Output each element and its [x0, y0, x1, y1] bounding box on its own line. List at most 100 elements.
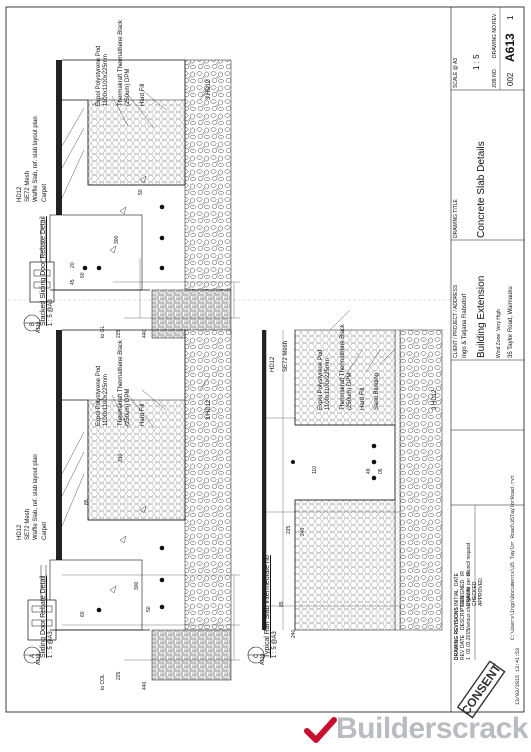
title-block-grid — [451, 7, 524, 660]
detail-b-label-mesh: SE72 Mesh — [25, 170, 31, 202]
detail-a-label-pod: Expol Polystyrene Pod — [96, 365, 102, 426]
rev-no-label: REV. — [492, 12, 498, 24]
detail-a-rebate — [49, 559, 143, 631]
detail-b-pod — [87, 99, 186, 186]
client-label: CLIENT / PROJECT / ADDRESS — [453, 284, 459, 358]
detail-a-stones — [184, 329, 232, 631]
detail-a-label-hardfill: Hard Fill — [140, 403, 146, 426]
detail-b-label-dpm-size: (250um) DPM — [125, 68, 131, 106]
detail-b-label-carpet: Carpet — [42, 183, 48, 202]
detail-a-drawing — [27, 329, 240, 681]
detail-c-label-hd12: HD12 — [270, 356, 276, 372]
detail-b-slab-outline — [62, 59, 186, 186]
rev-no: 1 — [506, 15, 515, 20]
detail-c-label-pod: Expol Polystyrene Pod — [318, 349, 324, 410]
detail-a-label-dpm: Thermakraft Thermathene Black — [118, 340, 124, 426]
detail-c-label-dpm: Thermakraft Thermathene Black — [340, 324, 346, 410]
detail-c-pod-bottom — [294, 499, 396, 631]
drawing-title: Concrete Slab Details — [476, 141, 487, 238]
detail-c-dim-49: 49 — [366, 468, 372, 474]
detail-a-label-hd12: HD12 — [17, 524, 23, 540]
detail-b-drawing — [29, 59, 240, 339]
detail-b-label-waffle: Waffle Slab, ref. slab layout plan — [33, 116, 39, 202]
drawing-no: A613 — [503, 33, 517, 62]
builderscrack-text: Builderscrack — [336, 712, 528, 745]
sheet-border — [5, 6, 525, 713]
scale-value: 1 : 5 — [472, 54, 481, 70]
project-name: Building Extension — [476, 275, 487, 358]
detail-c-rib-outline — [295, 424, 396, 501]
detail-a-ground-hatch — [151, 629, 232, 681]
detail-b-dim-440: 440 — [142, 329, 148, 338]
detail-b-scale: 1 : 5 @A3 — [48, 299, 54, 326]
detail-c-drawing — [262, 309, 443, 631]
address-small: Wind Zone: Very High — [496, 309, 502, 358]
detail-a-topping — [56, 330, 62, 630]
detail-b-dim-50: 50 — [138, 189, 144, 195]
detail-b-label-pod-size: 1100x1100x225mm — [103, 54, 109, 106]
print-stamp: 13/03/2015 13:41:53 — [515, 647, 521, 705]
detail-c-topping — [262, 330, 266, 630]
detail-c-stones — [399, 329, 443, 631]
detail-b-dim-225: 225 — [116, 329, 122, 338]
detail-a-dim-50: 50 — [146, 606, 152, 612]
detail-b-topping — [56, 60, 62, 290]
detail-a-slab-outline — [62, 329, 186, 521]
builderscrack-logo: Builderscrack — [300, 708, 531, 752]
detail-c-label-dpm-size: (250um) DPM — [347, 372, 353, 410]
detail-b-title: Stacked Sliding Door Rebate Detail — [40, 216, 47, 326]
detail-a-dim-300: 300 — [134, 581, 140, 590]
detail-c-label-pod-size: 1100x1100x225mm — [325, 358, 331, 410]
detail-b-label-hardfill: Hard Fill — [140, 83, 146, 106]
detail-c-pod-top — [294, 329, 396, 426]
rev-row-date: 03.03.2015 — [466, 628, 472, 654]
detail-b-label-dpm: Thermakraft Thermathene Black — [118, 20, 124, 106]
detail-c-title: Typical Raft Slab intermediate rib — [264, 555, 271, 658]
detail-a-dim-60: 60 — [80, 611, 86, 617]
builderscrack-check-icon — [304, 717, 337, 743]
detail-a-dim-tocol: to COL — [100, 674, 106, 690]
consent-stamp: CONSENT — [456, 660, 506, 719]
detail-c-dim-240b: 240 — [300, 527, 306, 536]
detail-a-label-pod-size: 1100x1100x225mm — [103, 374, 109, 426]
detail-a-dim-85: 85 — [84, 499, 90, 505]
address: 35 Taylor Road, Waimauku — [508, 286, 514, 358]
detail-b-label-3hd12: 3 HD12 — [206, 79, 212, 100]
drawing-title-label: DRAWING TITLE — [453, 199, 459, 238]
job-no: 002 — [506, 72, 515, 86]
detail-a-label-3hd12: 3 HD12 — [206, 399, 212, 420]
detail-a-label-dpm-size: (250um) DPM — [125, 388, 131, 426]
detail-a-pod — [87, 399, 186, 521]
role-approved: APPROVED — [478, 578, 484, 606]
detail-b-stones — [184, 59, 232, 291]
drawing-no-label: DRAWING NO. — [492, 23, 498, 58]
detail-a-title: Sliding Door Rebate Detail — [40, 575, 47, 659]
detail-c-label-sand: Sand Blinding — [374, 372, 380, 410]
detail-a-dim-440: 440 — [142, 681, 148, 690]
detail-a-label-waffle: Waffle Slab, ref. slab layout plan — [33, 454, 39, 540]
detail-c-label-hardfill: Hard Fill — [360, 387, 366, 410]
detail-a-scale: 1 : 5 @A3 — [48, 631, 54, 658]
detail-c-label-mesh: SE72 Mesh — [283, 340, 289, 372]
detail-b-label-pod: Expol Polystyrene Pod — [96, 45, 102, 106]
detail-c-dim-85: 85 — [279, 601, 285, 607]
detail-a-dim-225: 225 — [116, 671, 122, 680]
role-drawn-initial: IR — [466, 571, 472, 576]
detail-c-dim-225: 225 — [286, 525, 292, 534]
detail-b-dim-60: 60 — [80, 272, 86, 278]
file-path: C:\Users\Ingo\Documents\35 Taylor Road\3… — [510, 474, 516, 640]
scale-label: SCALE @ A3 — [453, 57, 459, 88]
detail-a-label-carpet: Carpet — [42, 521, 48, 540]
detail-c-scale: 1 : 5 @A3 — [272, 631, 278, 658]
detail-b-rebate — [49, 214, 143, 291]
detail-b-dim-45: 45 — [70, 279, 76, 285]
detail-a-dim-310: 310 — [118, 453, 124, 462]
detail-b-dim-togl: to GL — [100, 325, 106, 338]
detail-c-label-3hd12: 3 HD12 — [432, 389, 438, 410]
client-name: Ingo & Tatjana Rabsdorf — [462, 293, 468, 358]
detail-c-blinding — [394, 329, 401, 631]
detail-c-dim-05: 05 — [378, 468, 384, 474]
detail-b-dim-20: 20 — [70, 262, 76, 268]
detail-c-dim-110: 110 — [312, 466, 318, 474]
